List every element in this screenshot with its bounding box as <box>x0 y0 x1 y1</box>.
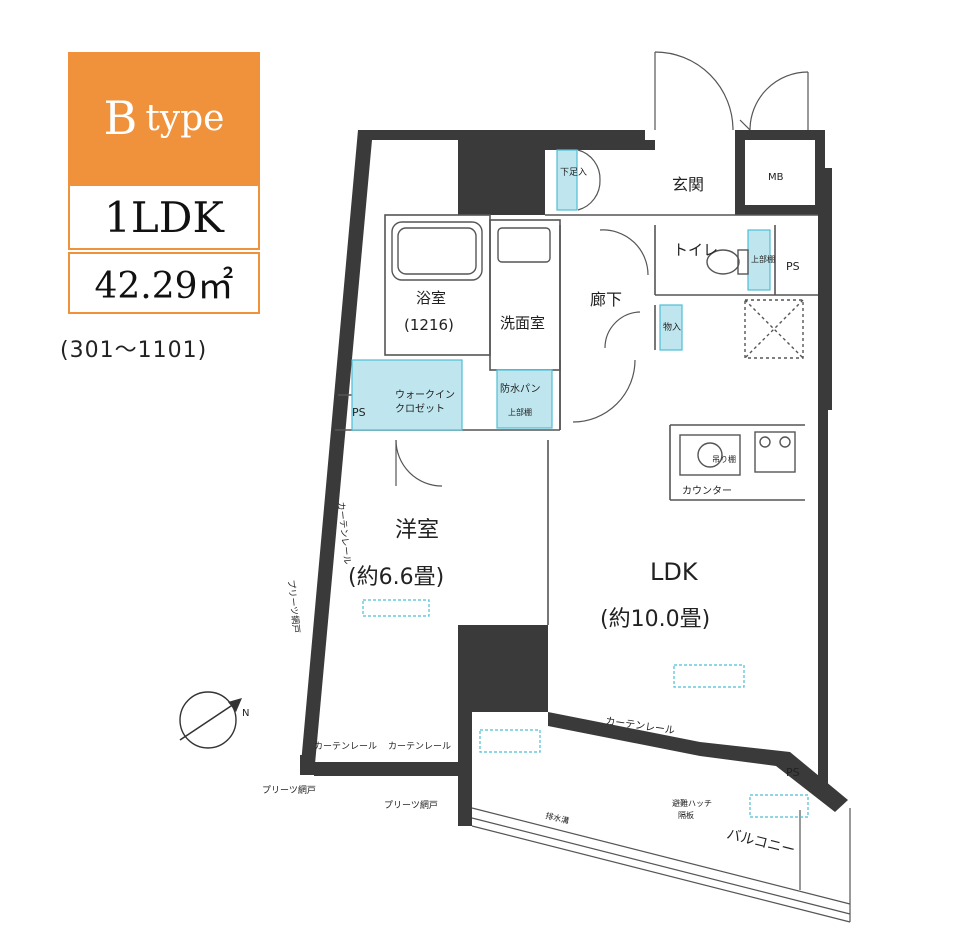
ps-toilet-label: PS <box>786 260 800 273</box>
kitchen-shelf-label: 吊り棚 <box>712 454 736 464</box>
ldk-size: (約10.0畳) <box>600 607 710 632</box>
bath-size-label: (1216) <box>404 316 454 334</box>
compass-n-label: N <box>242 708 249 719</box>
storage-label: 物入 <box>663 321 681 333</box>
entrance-label: 玄関 <box>672 175 704 194</box>
pan-shelf-label: 上部棚 <box>508 407 532 417</box>
toilet-label: トイレ <box>673 241 718 259</box>
curtain-bottom-label-2: カーテンレール <box>388 741 451 752</box>
ps-wic-label: PS <box>352 406 366 419</box>
ac-markers <box>362 599 809 818</box>
entrance-door <box>654 51 809 131</box>
gutter-label: 排水溝 <box>545 810 571 826</box>
corridor-label: 廊下 <box>590 290 622 309</box>
doors <box>395 149 649 487</box>
area-label: 42.29㎡ <box>68 252 260 314</box>
shoe-box-label: 下足入 <box>560 167 587 178</box>
curtain-bottom-label-1: カーテンレール <box>314 741 377 752</box>
western-room-size: (約6.6畳) <box>348 565 444 590</box>
evac-label-1: 避難ハッチ <box>672 798 712 808</box>
type-word: type <box>145 97 225 139</box>
toilet-shelf-label: 上部棚 <box>751 254 775 264</box>
ldk-name: LDK <box>650 558 699 586</box>
curtain-west-label: カーテンレール <box>335 501 353 565</box>
compass-icon <box>179 691 242 749</box>
pleats-bottom-label-1: プリーツ網戸 <box>262 784 316 796</box>
ps-balcony-label: PS <box>786 766 800 779</box>
western-room-name: 洋室 <box>395 518 439 543</box>
walls <box>300 130 848 826</box>
walkin-label-1: ウォークイン <box>395 389 455 401</box>
fixtures <box>391 221 804 476</box>
unit-range: (301〜1101) <box>60 338 208 363</box>
walkin-label-2: クロゼット <box>395 403 445 415</box>
bath-label: 浴室 <box>416 289 446 307</box>
pan-label: 防水パン <box>500 382 541 395</box>
type-letter: B <box>103 91 138 145</box>
counter-label: カウンター <box>682 485 732 497</box>
fixtures-cyan <box>351 149 771 431</box>
balcony-label: バルコニー <box>725 826 797 858</box>
type-badge: B type <box>68 52 260 184</box>
pleats-bottom-label-2: プリーツ網戸 <box>384 799 438 811</box>
evac-label-2: 隔板 <box>678 810 694 820</box>
balcony-rail <box>471 807 851 923</box>
plan-label: 1LDK <box>68 184 260 250</box>
pleats-side-label: プリーツ網戸 <box>285 579 303 634</box>
washroom-label: 洗面室 <box>500 314 545 332</box>
mb-label: MB <box>768 172 784 183</box>
